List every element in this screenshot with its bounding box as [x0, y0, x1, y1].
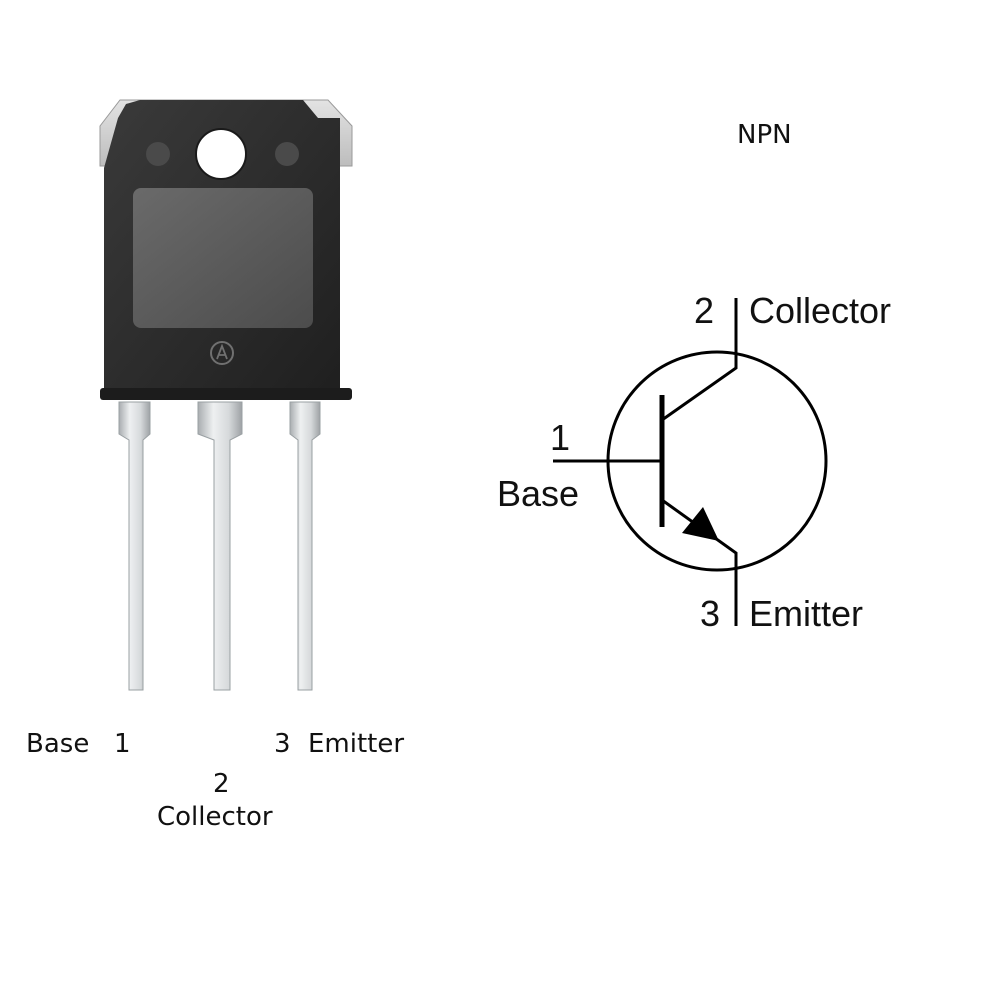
photo-base-label: Base [26, 729, 90, 759]
marking-pad [133, 188, 313, 328]
photo-collector-label: Collector [157, 802, 273, 832]
mounting-hole [195, 128, 247, 180]
emitter-lead-line [661, 498, 738, 626]
package-shoulder [100, 388, 352, 400]
lead-3-emitter [289, 401, 321, 691]
lead-1-base [118, 401, 151, 691]
emitter-arrow [682, 507, 719, 541]
symbol-collector-number: 2 [694, 290, 715, 331]
left-dimple [146, 142, 170, 166]
photo-emitter-label: Emitter [308, 729, 405, 759]
photo-base-number: 1 [114, 729, 131, 759]
right-dimple [275, 142, 299, 166]
lead-2-collector [197, 401, 243, 691]
manufacturer-logo [210, 341, 234, 365]
collector-lead-line [661, 298, 738, 422]
symbol-base-number: 1 [550, 417, 571, 458]
symbol-base-label: Base [497, 473, 580, 514]
photo-collector-number: 2 [213, 769, 230, 799]
symbol-emitter-number: 3 [700, 593, 721, 634]
npn-type-label: NPN [737, 120, 792, 150]
symbol-emitter-label: Emitter [749, 593, 864, 634]
symbol-collector-label: Collector [749, 290, 892, 331]
photo-emitter-number: 3 [274, 729, 291, 759]
